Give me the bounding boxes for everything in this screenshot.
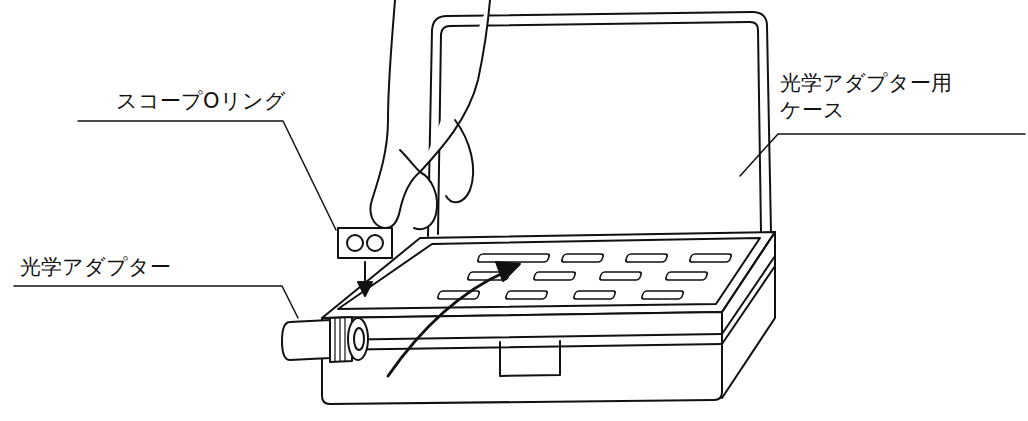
optical-adapter: [282, 317, 368, 362]
thumb: [414, 172, 437, 229]
leader-line: [740, 134, 1025, 176]
o-ring-sheet: [338, 228, 392, 258]
adapter-slots: [437, 254, 732, 299]
finger-crease: [400, 150, 420, 172]
tray-rim: [338, 238, 760, 309]
adapter-slot: [625, 254, 668, 262]
case-side: [722, 232, 775, 398]
adapter-slot: [477, 254, 550, 262]
case-front: [322, 312, 722, 404]
hand: [420, 0, 490, 172]
o-ring: [367, 235, 383, 251]
o-ring: [347, 235, 363, 251]
case-seam: [722, 256, 775, 344]
part-label: 光学アダプター: [20, 254, 171, 281]
latch: [500, 341, 560, 376]
adapter-slot: [437, 291, 480, 299]
adapter-slot: [505, 291, 548, 299]
adapter-slot: [533, 272, 576, 280]
part-label: 光学アダプター用 ケース: [780, 70, 980, 125]
adapter-slot: [599, 272, 642, 280]
adapter-slot: [665, 272, 708, 280]
adapter-slot: [641, 291, 684, 299]
arrow-head: [496, 262, 520, 281]
case-seam: [322, 344, 722, 350]
case-seam: [322, 334, 722, 340]
finger: [446, 120, 473, 202]
lid-rim: [438, 22, 761, 234]
part-label: スコープOリング: [116, 88, 286, 115]
adapter-slot: [689, 254, 732, 262]
hand: [371, 0, 421, 228]
leader-line: [78, 121, 336, 230]
arrow-head: [358, 282, 372, 296]
adapter-slot: [561, 254, 604, 262]
curved-arrow: [388, 272, 505, 376]
leader-line: [14, 286, 298, 318]
adapter-slot: [573, 291, 616, 299]
